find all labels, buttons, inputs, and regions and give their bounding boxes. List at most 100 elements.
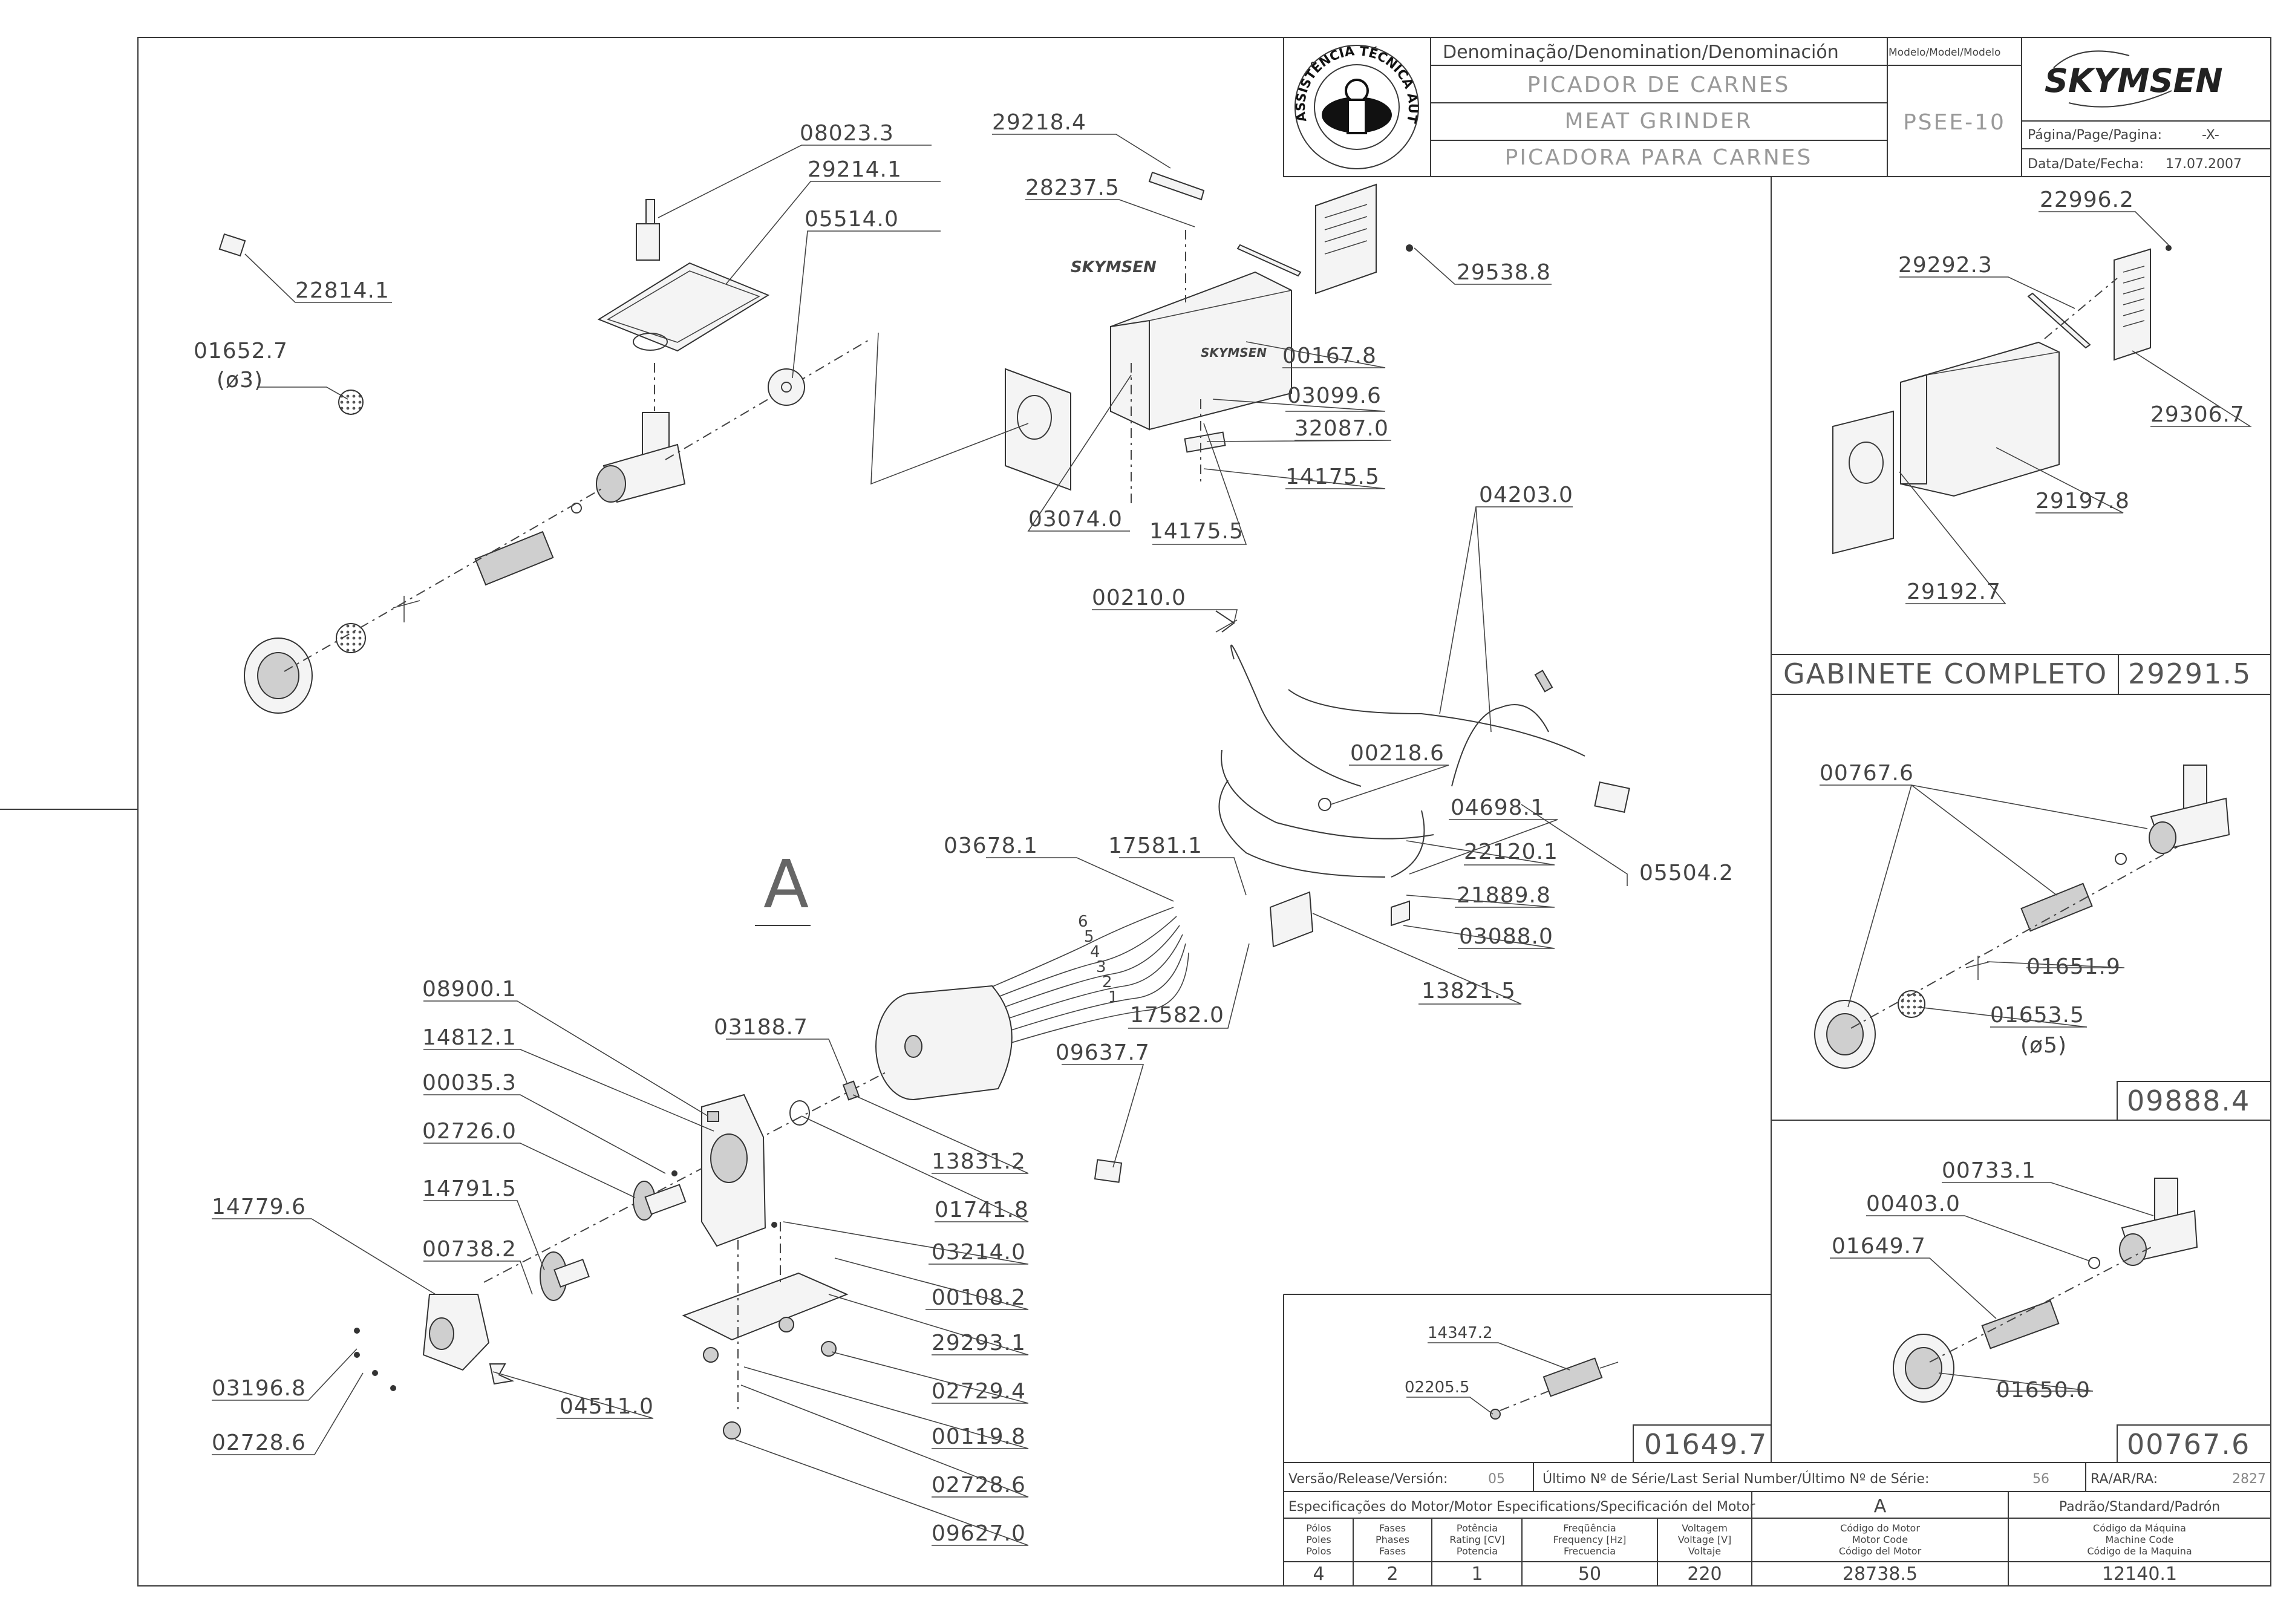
- svg-text:29292.3: 29292.3: [1898, 253, 1993, 278]
- part-label: 04511.0: [560, 1394, 654, 1419]
- svg-text:Potencia: Potencia: [1457, 1545, 1498, 1557]
- model-value: PSEE-10: [1903, 110, 2006, 135]
- cabinet-assembly-drawing: [1832, 245, 2172, 555]
- version-row: Versão/Release/Versión: 05 Último Nº de …: [1283, 1462, 2271, 1492]
- part-label: 02728.6: [932, 1473, 1026, 1498]
- part-label: 08023.3: [800, 121, 894, 146]
- feed-tray: [597, 262, 770, 352]
- name-es: PICADORA PARA CARNES: [1505, 145, 1813, 170]
- svg-text:Rating [CV]: Rating [CV]: [1449, 1534, 1504, 1545]
- part-label: 14175.5: [1149, 519, 1244, 544]
- seal-text: ASSISTÊNCIA TÉCNICA AUTORIZADA: [0, 0, 1420, 125]
- brand-text: SKYMSEN: [2045, 62, 2223, 100]
- svg-text:01649.7: 01649.7: [1832, 1234, 1926, 1259]
- svg-text:00403.0: 00403.0: [1866, 1192, 1960, 1216]
- spec-machine-code: 12140.1: [2102, 1564, 2177, 1585]
- part-label: 00210.0: [1092, 585, 1186, 610]
- svg-text:02205.5: 02205.5: [1405, 1378, 1470, 1397]
- part-label: 29214.1: [808, 157, 902, 182]
- main-exploded-view: SKYMSEN SKYMSEN: [218, 171, 1630, 1440]
- screw-panel-labels: 14347.2 02205.5 01649.7: [1405, 1324, 1766, 1461]
- leader-lines: [212, 134, 1628, 1546]
- svg-text:(ø5): (ø5): [2020, 1033, 2067, 1058]
- gear-1: [633, 1181, 687, 1221]
- svg-text:Voltagem: Voltagem: [1682, 1522, 1728, 1534]
- part-label: 14175.5: [1285, 465, 1380, 489]
- grinder-kit-1-drawing: [1814, 765, 2230, 1069]
- part-label: 08900.1: [422, 977, 517, 1002]
- part-label: 03188.7: [714, 1015, 808, 1040]
- panel-leader-lines: [1406, 211, 2252, 1415]
- part-label: 14791.5: [422, 1176, 517, 1201]
- svg-text:Frecuencia: Frecuencia: [1564, 1545, 1616, 1557]
- svg-text:Fases: Fases: [1379, 1522, 1406, 1534]
- grinder-kit-2-labels: 00733.1 00403.0 01649.7 01650.0 00767.6: [1832, 1158, 2249, 1461]
- part-label: 03214.0: [932, 1240, 1026, 1265]
- part-label: 00167.8: [1282, 344, 1377, 368]
- date-label: Data/Date/Fecha:: [2028, 157, 2144, 172]
- part-label: 29538.8: [1457, 260, 1551, 285]
- part-label: 03074.0: [1028, 507, 1123, 532]
- worm-screw-2: [1981, 1300, 2060, 1349]
- main-part-labels: 08023.3 29214.1 05514.0 22814.1 01652.7 …: [194, 110, 1733, 1546]
- version-value: 05: [1488, 1472, 1505, 1487]
- part-label: 13831.2: [932, 1149, 1026, 1174]
- spec-values: 4 2 1 50 220 28738.5 12140.1: [1313, 1564, 2177, 1585]
- svg-text:Polos: Polos: [1306, 1545, 1331, 1557]
- gear-2: [540, 1251, 590, 1301]
- grinder-kit-2-drawing: [1893, 1178, 2198, 1403]
- title-block: ASSISTÊNCIA TÉCNICA AUTORIZADA Denominaç…: [0, 0, 2271, 177]
- svg-text:1: 1: [1108, 988, 1118, 1006]
- svg-text:2: 2: [1102, 973, 1112, 991]
- svg-text:01651.9: 01651.9: [2026, 954, 2121, 979]
- svg-text:Machine Code: Machine Code: [2105, 1534, 2173, 1545]
- svg-text:Freqüência: Freqüência: [1563, 1522, 1616, 1534]
- svg-text:00767.6: 00767.6: [1820, 761, 1914, 786]
- name-pt: PICADOR DE CARNES: [1527, 73, 1791, 97]
- part-label: 14779.6: [212, 1195, 306, 1219]
- motor-spec-header: Especificações do Motor/Motor Especifica…: [1288, 1499, 1755, 1515]
- svg-text:29197.8: 29197.8: [2035, 489, 2130, 514]
- front-flange: [422, 1294, 490, 1371]
- gearbox-housing: [701, 1094, 766, 1247]
- part-label: 00218.6: [1350, 741, 1445, 766]
- part-label: 09637.7: [1056, 1040, 1150, 1065]
- motor-ref: A: [1874, 1496, 1887, 1517]
- svg-text:4: 4: [1090, 943, 1100, 961]
- page-value: -X-: [2202, 128, 2219, 143]
- model-header: Modelo/Model/Modelo: [1889, 47, 2000, 59]
- svg-text:3: 3: [1096, 958, 1106, 976]
- svg-text:Phases: Phases: [1376, 1534, 1409, 1545]
- part-label: 00738.2: [422, 1237, 517, 1262]
- part-label: 13821.5: [1422, 979, 1516, 1003]
- part-label: 00035.3: [422, 1071, 517, 1095]
- name-en: MEAT GRINDER: [1564, 109, 1752, 134]
- date-value: 17.07.2007: [2166, 157, 2242, 172]
- part-label: 17581.1: [1108, 833, 1203, 858]
- svg-text:Motor Code: Motor Code: [1852, 1534, 1908, 1545]
- part-label: 29218.4: [992, 110, 1086, 135]
- spec-voltage: 220: [1687, 1564, 1722, 1585]
- part-label: 03099.6: [1287, 383, 1382, 408]
- svg-text:Código del Motor: Código del Motor: [1839, 1545, 1922, 1557]
- kit-1-code: 09888.4: [2127, 1084, 2250, 1117]
- cabinet-panel-labels: 22996.2 29292.3 29306.7 29197.8 29192.7 …: [1783, 188, 2250, 690]
- cabinet-title: GABINETE COMPLETO: [1783, 657, 2107, 690]
- svg-text:22996.2: 22996.2: [2040, 188, 2134, 212]
- svg-text:01650.0: 01650.0: [1996, 1378, 2091, 1403]
- svg-text:Voltage [V]: Voltage [V]: [1678, 1534, 1732, 1545]
- authorized-service-seal: ASSISTÊNCIA TÉCNICA AUTORIZADA: [0, 0, 1420, 169]
- svg-text:14347.2: 14347.2: [1428, 1324, 1493, 1342]
- spec-poles: 4: [1313, 1564, 1324, 1585]
- part-label: 00119.8: [932, 1424, 1026, 1449]
- cabinet-brand-mark: SKYMSEN: [1071, 258, 1157, 276]
- view-marker-a: A: [755, 846, 811, 926]
- spec-motor-code: 28738.5: [1843, 1564, 1918, 1585]
- brand-logo: SKYMSEN: [2045, 50, 2223, 108]
- part-label: 05514.0: [805, 207, 899, 232]
- worm-screw-detail-drawing: [1490, 1357, 1619, 1420]
- svg-text:Código de la Maquina: Código de la Maquina: [2087, 1545, 2192, 1557]
- part-label: 03088.0: [1459, 924, 1553, 949]
- spec-col-headers: Pólos Poles Polos Fases Phases Fases Pot…: [1306, 1522, 2192, 1557]
- denomination-header: Denominação/Denomination/Denominación: [1443, 42, 1839, 63]
